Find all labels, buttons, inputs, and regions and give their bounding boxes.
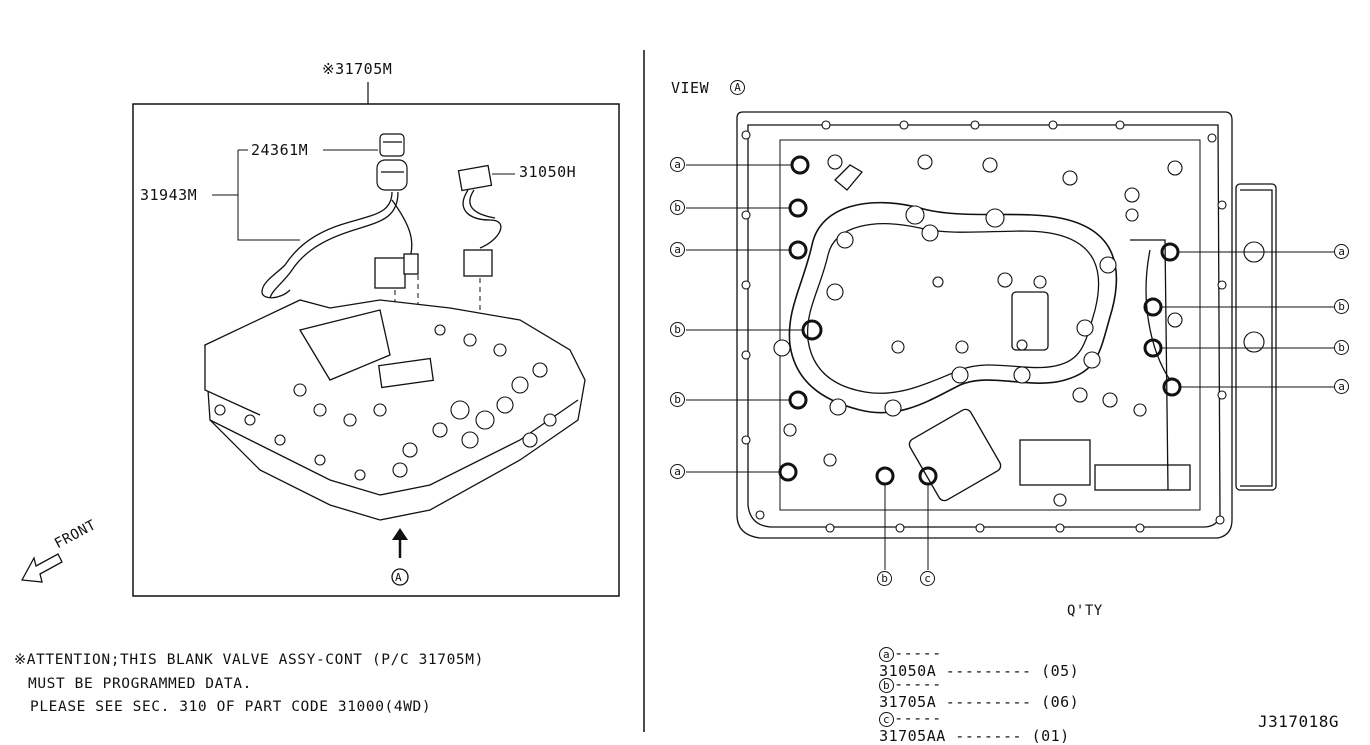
legend-dash: ----- — [894, 644, 942, 662]
part-label-31943m: 31943M — [140, 186, 198, 204]
view-a-marker-left: A — [395, 571, 403, 584]
transmission-case-drawing — [736, 111, 1277, 539]
wiring-harness-drawing — [261, 191, 419, 299]
view-a-arrow — [391, 528, 409, 586]
legend-part: 31705AA — [879, 727, 946, 745]
legend-part: 31050A — [879, 662, 937, 680]
solenoid-markers — [778, 155, 1182, 486]
valve-body-bores — [214, 324, 557, 481]
legend-dash: --------- — [936, 662, 1042, 680]
temperature-sensor-drawing — [376, 133, 408, 191]
callout-right-2: b — [1334, 299, 1349, 314]
callout-left-2: b — [670, 200, 685, 215]
callout-bottom-1: b — [877, 571, 892, 586]
legend-qty: (01) — [1031, 727, 1070, 745]
callout-left-4: b — [670, 322, 685, 337]
callout-left-3: a — [670, 242, 685, 257]
assembly-part-number: ※31705M — [322, 60, 393, 78]
callout-bottom-2: c — [920, 571, 935, 586]
case-bolt-holes — [741, 120, 1265, 533]
part-label-24361m: 24361M — [251, 141, 309, 159]
legend-dash: ----- — [894, 675, 942, 693]
legend-row-b: b----- 31705A --------- (06) — [860, 657, 1079, 711]
callout-right-3: b — [1334, 340, 1349, 355]
legend-dash: --------- — [936, 693, 1042, 711]
attention-line-2: MUST BE PROGRAMMED DATA. — [28, 676, 252, 692]
assembly-frame — [132, 103, 620, 597]
callout-left-6: a — [670, 464, 685, 479]
legend-mark: c — [879, 712, 895, 727]
front-arrow-icon — [20, 553, 63, 583]
callout-right-4: a — [1334, 379, 1349, 394]
legend-dash: ------- — [945, 727, 1032, 745]
diagram-code: J317018G — [1258, 712, 1340, 731]
view-title: VIEW — [671, 79, 710, 97]
legend-row-a: a----- 31050A --------- (05) — [860, 626, 1079, 680]
view-a-marker-right: A — [730, 80, 745, 95]
legend-row-c: c----- 31705AA ------- (01) — [860, 691, 1070, 745]
callout-leaders — [686, 164, 1334, 570]
part-leaders — [212, 149, 515, 241]
legend-dash: ----- — [894, 709, 942, 727]
callout-left-5: b — [670, 392, 685, 407]
attention-line-3: PLEASE SEE SEC. 310 OF PART CODE 31000(4… — [30, 699, 432, 715]
legend-qty: (05) — [1041, 662, 1080, 680]
callout-right-1: a — [1334, 244, 1349, 259]
part-label-31050h: 31050H — [519, 163, 577, 181]
callout-left-1: a — [670, 157, 685, 172]
attention-line-1: ※ATTENTION;THIS BLANK VALVE ASSY-CONT (P… — [14, 652, 484, 668]
harness-31050h-drawing — [457, 164, 502, 277]
qty-header: Q'TY — [1067, 603, 1103, 619]
control-valve-body-drawing — [204, 299, 586, 521]
legend-part: 31705A — [879, 693, 937, 711]
legend-qty: (06) — [1041, 693, 1080, 711]
